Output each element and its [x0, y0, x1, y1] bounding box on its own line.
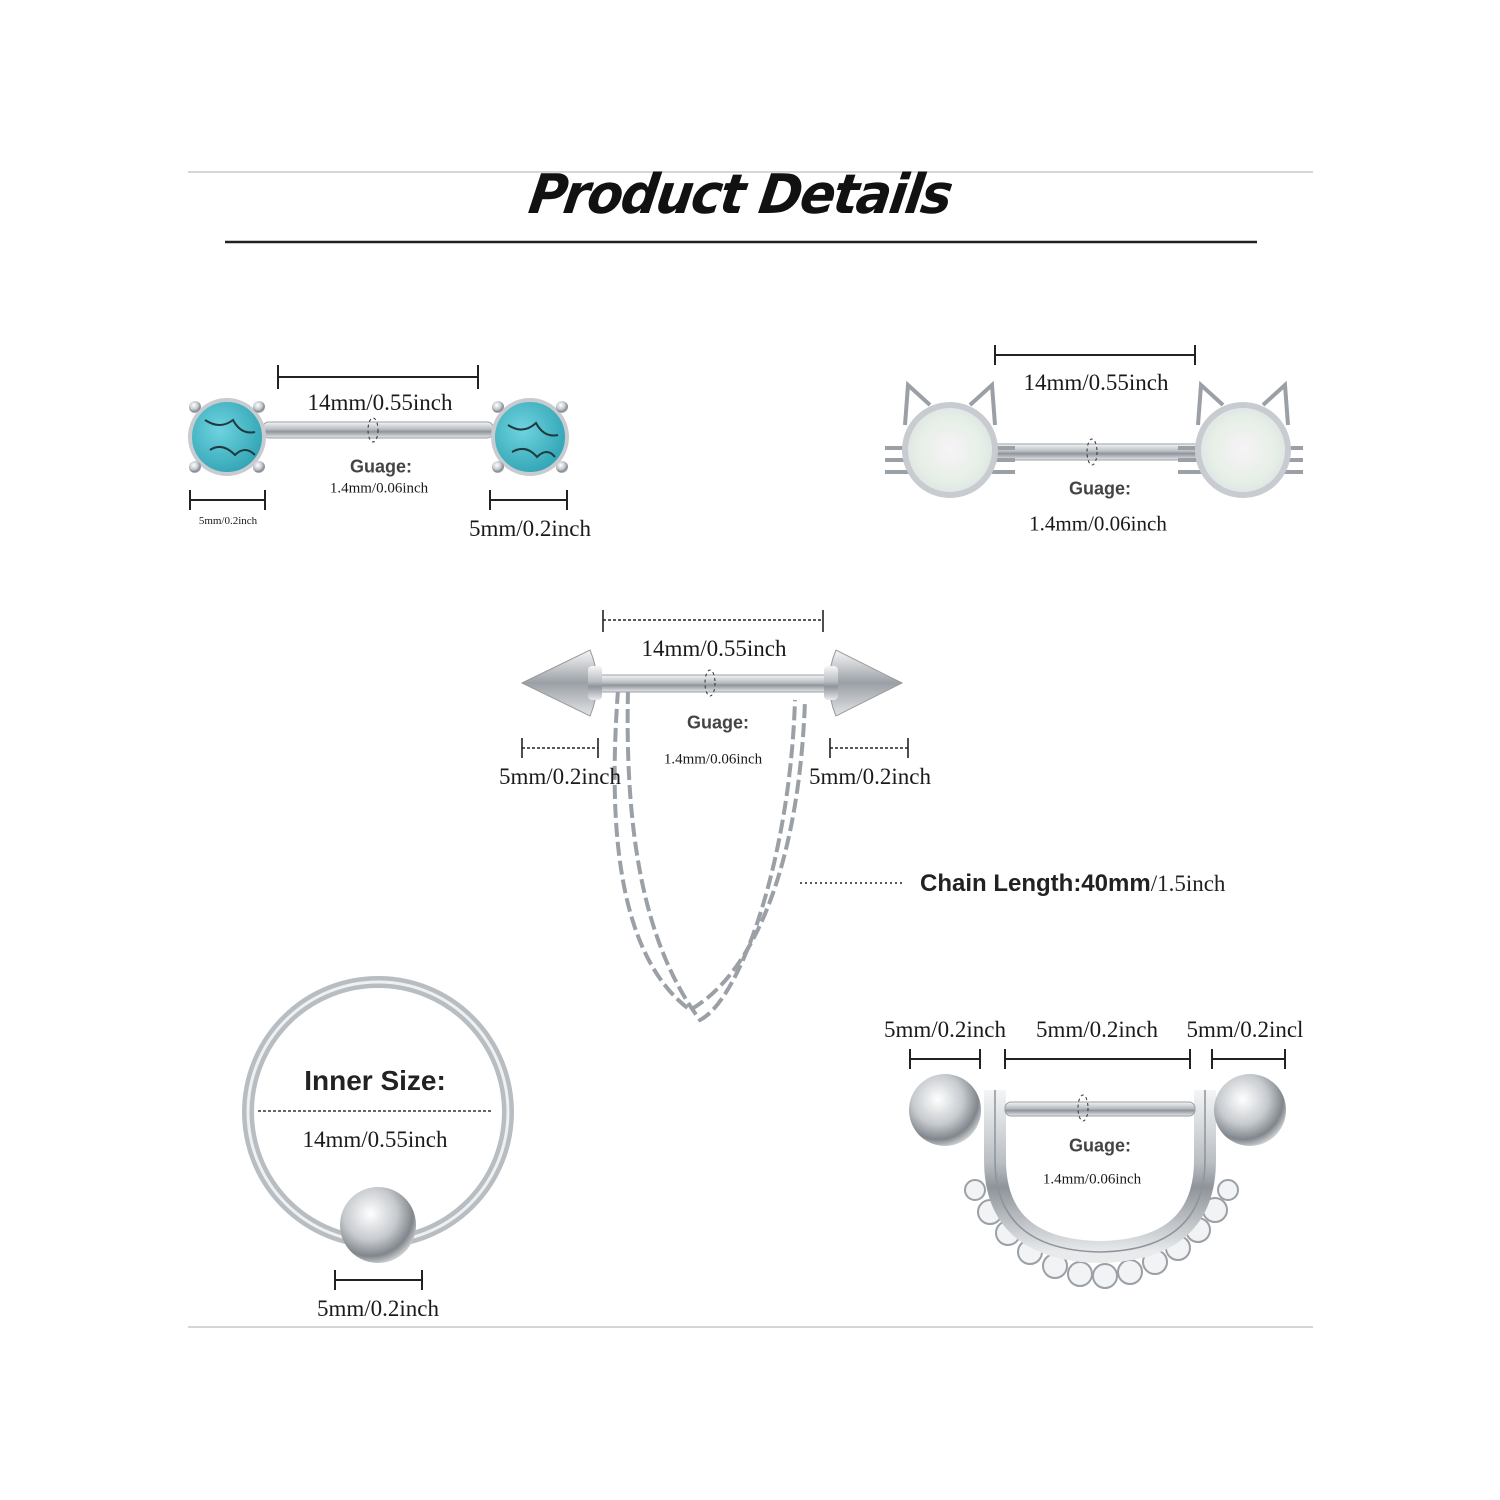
shield-right-ball-label: 5mm/0.2incl — [1186, 1017, 1304, 1042]
chain-length-annotation: Chain Length:40mm/1.5inch — [920, 870, 1225, 898]
ring-inner-size-label: 14mm/0.55inch — [302, 1127, 448, 1152]
cat-length-label: 14mm/0.55inch — [1023, 370, 1169, 395]
ring-ball-label: 5mm/0.2inch — [316, 1296, 440, 1321]
turquoise-gauge-title: Guage: — [349, 456, 413, 477]
chain-right-spike-label: 5mm/0.2inch — [808, 764, 932, 789]
page-title: Product Details — [525, 163, 955, 227]
chain-gauge-title: Guage: — [686, 712, 750, 733]
shield-gauge-title: Guage: — [1068, 1135, 1132, 1156]
shield-barbell — [909, 1049, 1286, 1289]
shield-middle-label: 5mm/0.2inch — [1035, 1017, 1159, 1042]
turquoise-barbell — [188, 365, 569, 510]
chain-gauge-label: 1.4mm/0.06inch — [663, 751, 763, 768]
turquoise-right-ball-label: 5mm/0.2inch — [468, 516, 592, 541]
chain-left-spike-label: 5mm/0.2inch — [498, 764, 622, 789]
shield-left-ball-label: 5mm/0.2inch — [883, 1017, 1007, 1042]
cat-gauge-label: 1.4mm/0.06inch — [1029, 511, 1167, 536]
shield-gauge-label: 1.4mm/0.06inch — [1042, 1171, 1142, 1188]
ring-inner-size-title: Inner Size: — [304, 1065, 446, 1096]
spike-chain-barbell — [520, 610, 909, 1023]
cat-gauge-title: Guage: — [1068, 478, 1132, 499]
turquoise-gauge-label: 1.4mm/0.06inch — [329, 480, 429, 497]
turquoise-length-label: 14mm/0.55inch — [307, 390, 453, 415]
chain-length-inch: /1.5inch — [1150, 871, 1226, 896]
chain-length-mm: Chain Length:40mm — [920, 870, 1151, 897]
chain-length-label: 14mm/0.55inch — [641, 636, 787, 661]
captive-bead-ring — [242, 976, 514, 1290]
turquoise-left-ball-label: 5mm/0.2inch — [198, 515, 258, 527]
cat-opal-barbell — [885, 345, 1303, 498]
